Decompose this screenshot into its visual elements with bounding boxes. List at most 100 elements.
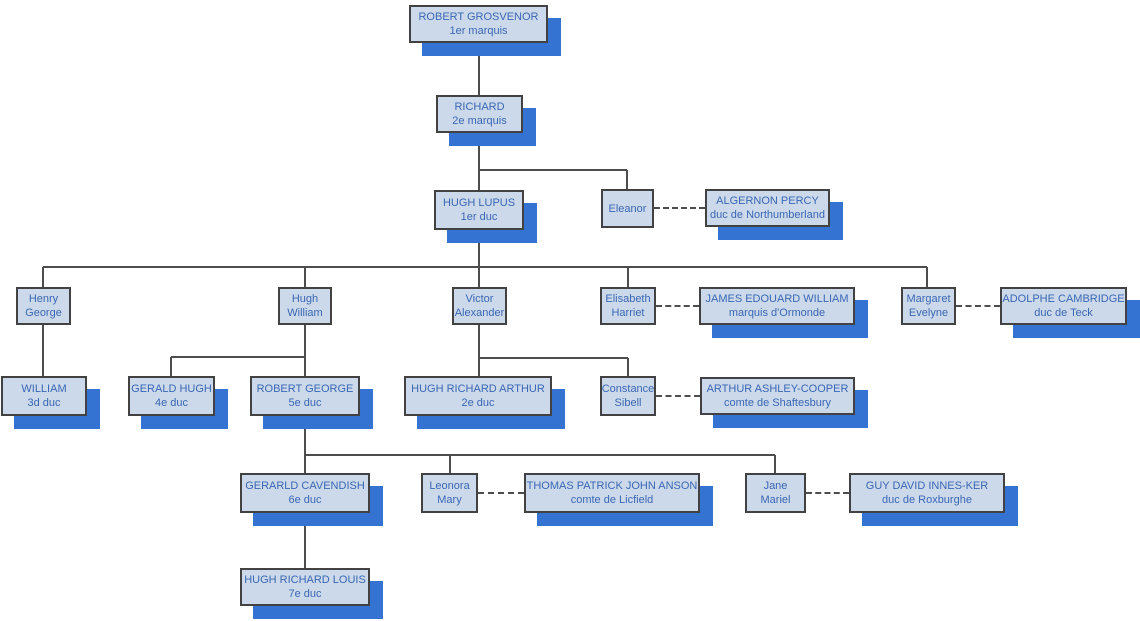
connector-line	[304, 455, 306, 473]
person-name: Leonora	[429, 480, 470, 492]
marriage-dashed-line	[654, 207, 705, 209]
person-name: ROBERT GROSVENOR	[418, 11, 539, 23]
node-gerarld-cavendish[interactable]: GERARLD CAVENDISH 6e duc	[240, 473, 370, 513]
person-title: 2e marquis	[452, 115, 507, 127]
connector-line	[304, 325, 306, 357]
node-guy-david-innes-ker[interactable]: GUY DAVID INNES-KER duc de Roxburghe	[849, 473, 1005, 513]
person-name: Constance	[601, 383, 655, 395]
connector-line	[171, 356, 305, 358]
connector-line	[42, 267, 44, 287]
person-name: THOMAS PATRICK JOHN ANSON	[526, 480, 698, 492]
person-title: Harriet	[611, 307, 645, 319]
person-name: Eleanor	[608, 202, 647, 215]
person-name: ADOLPHE CAMBRIDGE	[1002, 293, 1125, 305]
person-name: ROBERT GEORGE	[256, 383, 354, 395]
marriage-dashed-line	[656, 305, 699, 307]
person-title: duc de Teck	[1034, 307, 1093, 319]
person-title: marquis d'Ormonde	[728, 307, 826, 319]
person-name: Victor	[465, 293, 494, 305]
person-name: HUGH RICHARD ARTHUR	[411, 383, 545, 395]
node-james-edouard-william[interactable]: JAMES EDOUARD WILLIAM marquis d'Ormonde	[699, 287, 855, 325]
node-eleanor[interactable]: Eleanor	[601, 189, 654, 228]
person-name: JAMES EDOUARD WILLIAM	[705, 293, 849, 305]
connector-line	[304, 416, 306, 455]
person-name: HUGH RICHARD LOUIS	[244, 574, 366, 586]
person-name: HUGH LUPUS	[442, 197, 516, 209]
connector-line	[478, 230, 480, 267]
marriage-dashed-line	[478, 492, 524, 494]
connector-line	[627, 358, 629, 376]
node-algernon-percy[interactable]: ALGERNON PERCY duc de Northumberland	[705, 189, 830, 227]
node-adolphe-cambridge[interactable]: ADOLPHE CAMBRIDGE duc de Teck	[1000, 287, 1127, 325]
connector-line	[926, 267, 928, 287]
person-title: Mariel	[760, 494, 791, 506]
node-robert-george[interactable]: ROBERT GEORGE 5e duc	[250, 376, 360, 416]
connector-line	[478, 133, 480, 190]
person-name: WILLIAM	[21, 383, 67, 395]
node-thomas-patrick-john-anson[interactable]: THOMAS PATRICK JOHN ANSON comte de Licfie…	[524, 473, 700, 513]
marriage-dashed-line	[956, 305, 1000, 307]
person-name: Hugh	[291, 293, 319, 305]
person-title: Mary	[437, 494, 462, 506]
connector-line	[170, 357, 172, 376]
marriage-dashed-line	[656, 395, 700, 397]
person-name: ARTHUR ASHLEY-COOPER	[706, 383, 849, 395]
person-name: GERARLD CAVENDISH	[245, 480, 365, 492]
connector-line	[774, 455, 776, 473]
connector-line	[478, 267, 480, 287]
person-title: 2e duc	[461, 397, 495, 409]
person-title: 5e duc	[288, 397, 322, 409]
person-title: Sibell	[614, 397, 642, 409]
connector-line	[304, 357, 306, 376]
person-title: comte de Shaftesbury	[723, 397, 831, 409]
connector-line	[42, 325, 44, 376]
person-name: ALGERNON PERCY	[716, 195, 819, 207]
person-title: 1er duc	[460, 211, 498, 223]
marriage-dashed-line	[806, 492, 849, 494]
node-hugh-richard-arthur[interactable]: HUGH RICHARD ARTHUR 2e duc	[404, 376, 552, 416]
person-title: duc de Northumberland	[710, 209, 825, 221]
person-title: duc de Roxburghe	[882, 494, 972, 506]
node-hugh-lupus[interactable]: HUGH LUPUS 1er duc	[434, 190, 524, 230]
person-name: Henry	[28, 293, 59, 305]
connector-line	[305, 454, 775, 456]
person-title: comte de Licfield	[570, 494, 654, 506]
node-arthur-ashley-cooper[interactable]: ARTHUR ASHLEY-COOPER comte de Shaftesbury	[700, 377, 855, 415]
person-title: 3d duc	[27, 397, 61, 409]
connector-line	[626, 170, 628, 189]
connector-line	[449, 455, 451, 473]
person-title: Alexander	[454, 307, 505, 319]
node-richard[interactable]: RICHARD 2e marquis	[436, 95, 523, 133]
person-title: George	[25, 307, 62, 319]
person-name: RICHARD	[454, 101, 505, 113]
person-title: William	[287, 307, 323, 319]
person-title: 7e duc	[288, 588, 322, 600]
person-name: Elisabeth	[605, 293, 651, 305]
person-title: 1er marquis	[449, 25, 508, 37]
connector-line	[478, 325, 480, 358]
person-name: GUY DAVID INNES-KER	[865, 480, 989, 492]
node-william[interactable]: WILLIAM 3d duc	[1, 376, 87, 416]
connector-line	[627, 267, 629, 287]
node-robert-grosvenor[interactable]: ROBERT GROSVENOR 1er marquis	[409, 5, 548, 43]
connector-line	[478, 358, 480, 376]
connector-line	[479, 169, 627, 171]
connector-line	[43, 266, 927, 268]
connector-line	[304, 267, 306, 287]
connector-line	[304, 513, 306, 568]
node-hugh-richard-louis[interactable]: HUGH RICHARD LOUIS 7e duc	[240, 568, 370, 606]
person-title: 6e duc	[288, 494, 322, 506]
person-name: Jane	[763, 480, 788, 492]
person-title: Evelyne	[908, 307, 949, 319]
person-name: GERALD HUGH	[131, 383, 212, 395]
